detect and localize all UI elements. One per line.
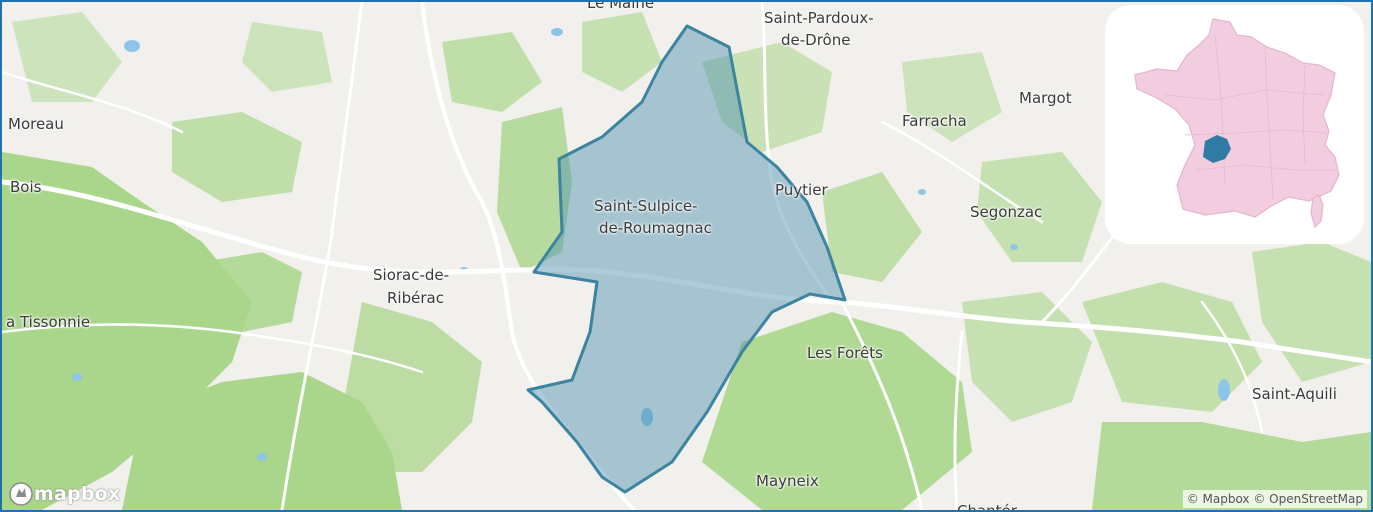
place-label-segonzac: Segonzac [970, 203, 1043, 221]
place-label-puytier: Puytier [775, 181, 828, 199]
place-label-mayneix: Mayneix [756, 472, 819, 490]
place-label-les-forets: Les Forêts [807, 344, 883, 362]
place-label-farracha: Farracha [902, 112, 967, 130]
place-label-le-maine: Le Maine [587, 0, 655, 12]
mapbox-logo[interactable]: mapbox [8, 480, 120, 508]
inset-france-shape [1134, 18, 1340, 218]
place-label-tissonnie: a Tissonnie [6, 313, 91, 331]
inset-department-borders [1164, 34, 1335, 201]
place-label-saint-sulpice-line1: Saint-Sulpice- [594, 197, 698, 215]
place-label-bois: Bois [10, 178, 42, 196]
mapbox-logo-text: mapbox [34, 483, 121, 505]
place-label-saint-pardoux-line2: de-Drône [781, 31, 851, 49]
mapbox-logo-icon [9, 482, 33, 506]
place-label-siorac-line1: Siorac-de- [373, 266, 450, 284]
inset-overview-map [1105, 5, 1364, 244]
inset-map-svg [1134, 18, 1340, 229]
place-label-siorac-line2: Ribérac [387, 289, 444, 307]
map-attribution[interactable]: © Mapbox © OpenStreetMap [1182, 490, 1367, 508]
place-label-moreau: Moreau [8, 115, 64, 133]
place-label-margot: Margot [1019, 89, 1072, 107]
place-label-saint-aquilin: Saint-Aquili [1252, 385, 1337, 403]
forest-areas [2, 12, 1371, 510]
place-label-chantemerle: Chantér [957, 502, 1017, 512]
place-label-saint-pardoux-line1: Saint-Pardoux- [764, 9, 874, 27]
water-bodies [72, 28, 1230, 461]
commune-boundary[interactable] [526, 24, 847, 494]
place-label-saint-sulpice-line2: de-Roumagnac [599, 219, 712, 237]
inset-highlight-dordogne [1203, 135, 1231, 163]
inset-corsica [1310, 194, 1324, 229]
